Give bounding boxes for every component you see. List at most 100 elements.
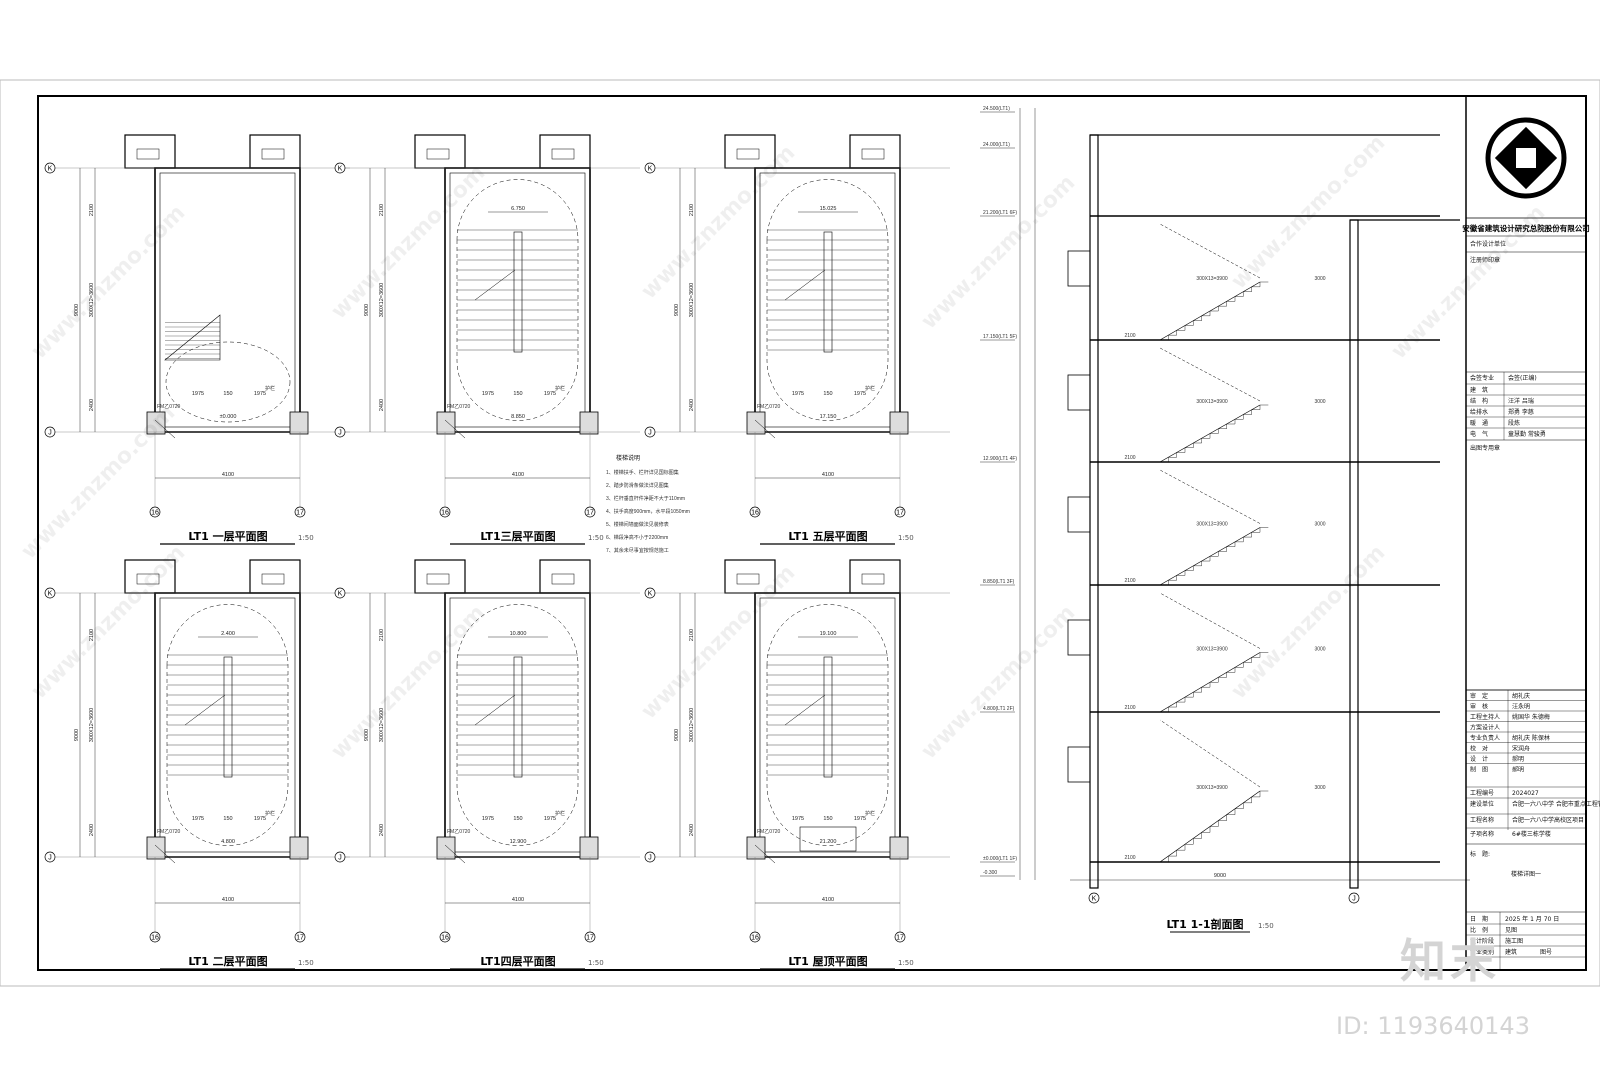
dim-mid-text: 150 [513,816,522,822]
sign-names: 童慧勤 常骏勇 [1508,430,1546,438]
dim-width-text: 4100 [512,472,524,478]
duct-shaft [849,559,901,594]
dim-stair-text: 300X12=3600 [89,708,95,742]
window [1067,496,1091,533]
break-line [474,694,516,726]
note-line: 7、其余未尽事宜按规范施工 [606,547,669,554]
watermark: www.znzmo.com [637,560,801,724]
wall-inner [449,172,586,428]
column [746,836,766,860]
axis-j: J [338,430,342,437]
note-line: 4、扶手高度900mm，水平段1050mm [606,508,690,515]
axis-bubble-17 [584,506,596,518]
steps [1160,527,1269,586]
sign-names: 段炼 [1508,419,1520,427]
section-scale: 1:50 [1258,922,1274,930]
dim-top-text: 2100 [379,629,385,641]
company-name: 安徽省建筑设计研究总院股份有限公司 [1462,223,1590,233]
axis-16: 16 [151,510,159,517]
watermark: www.znzmo.com [327,600,491,764]
roof-door [799,826,857,852]
axis-bubble-k [44,587,56,599]
flight-hidden [1159,469,1261,524]
flight-label: 300X13=3900 [1196,647,1228,653]
duct-shaft [124,134,176,169]
plan-title: LT1 五层平面图 [788,530,867,543]
watermark-layer: www.znzmo.com www.znzmo.com www.znzmo.com w… [17,130,1551,764]
axis-j: J [648,855,652,862]
flight-label: 300X13=3900 [1196,522,1228,528]
duct-grille [261,573,285,585]
wall-inner [759,597,896,853]
note-line: 5、楼梯间墙面做法见装修表 [606,521,669,528]
clearance-arc [766,604,889,846]
dim-bottom-text: 2400 [89,399,95,411]
axis-bubble-k [644,587,656,599]
dim-top-text: 2100 [379,204,385,216]
dim-width-text: 4100 [222,472,234,478]
steps [1160,404,1269,463]
clearance-arc [766,179,889,421]
watermark: www.znzmo.com [17,400,181,564]
handrail-label: 护栏 [555,385,565,392]
dim-mid-text: 150 [513,391,522,397]
floor-elevation: 21.200 [820,839,837,845]
duct-grille [861,148,885,160]
handrail-well [823,231,833,353]
staff-name: 胡礼庆 陈保林 [1512,734,1550,742]
handrail-label: 护栏 [865,385,875,392]
duct-shaft [414,559,466,594]
wall-inner [159,597,296,853]
axis-bubble-j [644,426,656,438]
floor-elevation: 12.900 [510,839,527,845]
flight-label: 300X13=3900 [1196,785,1228,791]
dim-stair-text: 300X12=3600 [689,283,695,317]
dim-right-text: 1975 [544,816,556,822]
dim-width-text: 4100 [512,897,524,903]
axis-bubble-j [44,851,56,863]
handrail-well [223,656,233,778]
plan-title: LT1 二层平面图 [188,955,267,968]
flight-label: 300X13=3900 [1196,399,1228,405]
axis-k: K [648,166,653,173]
door-label: FM乙0720 [447,403,471,410]
plan-scale: 1:50 [588,959,604,967]
elev-bg [488,627,548,637]
drawing-no-label: 图号 [1540,949,1552,956]
axis-16: 16 [751,935,759,942]
axis-k: K [338,166,343,173]
column [146,411,166,435]
dim-right-text: 1975 [254,391,266,397]
logo-ring-icon [1485,117,1567,199]
axis-bubble-j [334,426,346,438]
info-label: 工程编号 [1470,789,1494,797]
break-line [184,694,226,726]
window [1067,250,1091,287]
clearance-arc [165,341,291,423]
axis-j: J [338,855,342,862]
duct-grille [136,148,160,160]
column [289,411,309,435]
level-label: -0.300 [983,870,997,876]
axis-16: 16 [151,935,159,942]
staff-role: 工程主持人 [1470,713,1500,721]
note-line: 2、踏步防滑条做法详见图集 [606,482,669,489]
axis-bubble-k [44,162,56,174]
flight-hidden [1159,719,1261,788]
wall-inner [759,172,896,428]
floor-elevation: 8.850 [511,414,525,420]
top-elevation: 2.400 [221,631,235,637]
sign-names: 郑勇 李慈 [1508,408,1534,416]
inner-frame [37,95,1587,971]
wall-inner [159,172,296,428]
column [436,411,456,435]
window [1067,746,1091,783]
watermark: www.znzmo.com [917,600,1081,764]
dim-right-text: 1975 [254,816,266,822]
watermark: www.znzmo.com [637,140,801,304]
axis-bubble-j [44,426,56,438]
clearance-arc [166,604,289,846]
